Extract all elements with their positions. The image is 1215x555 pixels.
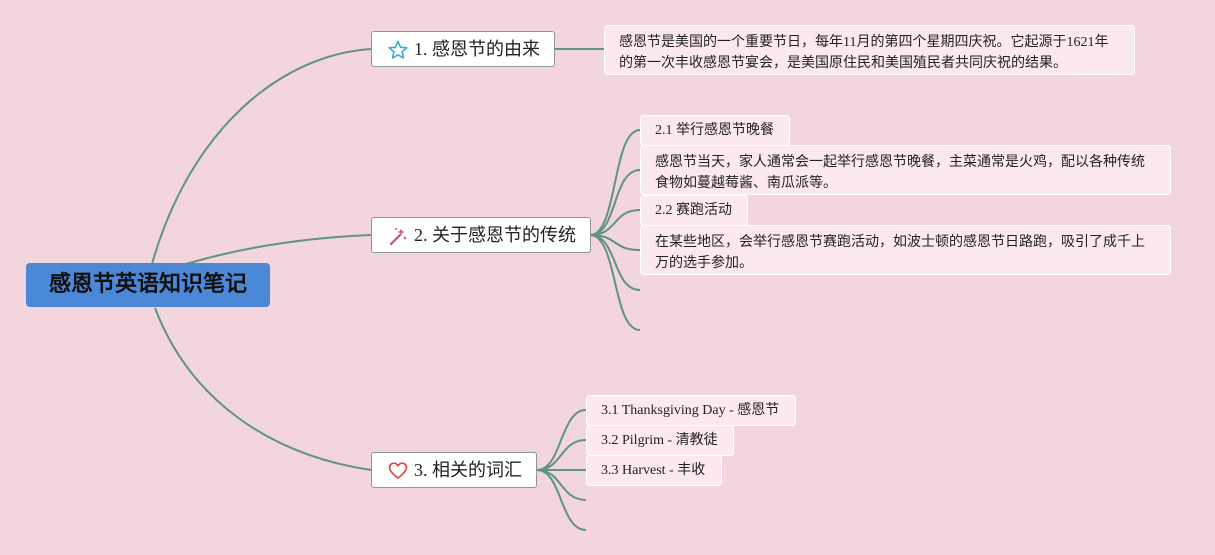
branch-label: 2. 关于感恩节的传统 (414, 225, 576, 245)
vocab-harvest[interactable]: 3.3 Harvest - 丰收 (586, 455, 722, 486)
tradition-race-description[interactable]: 在某些地区，会举行感恩节赛跑活动，如波士顿的感恩节日路跑，吸引了成千上万的选手参… (640, 225, 1171, 275)
tradition-race-title[interactable]: 2.2 赛跑活动 (640, 195, 748, 226)
origin-description[interactable]: 感恩节是美国的一个重要节日，每年11月的第四个星期四庆祝。它起源于1621年的第… (604, 25, 1135, 75)
branch-label: 1. 感恩节的由来 (414, 39, 540, 59)
vocab-pilgrim[interactable]: 3.2 Pilgrim - 清教徒 (586, 425, 734, 456)
vocab-thanksgiving-day[interactable]: 3.1 Thanksgiving Day - 感恩节 (586, 395, 796, 426)
heart-icon (388, 462, 408, 479)
tradition-dinner-title[interactable]: 2.1 举行感恩节晚餐 (640, 115, 790, 146)
branch-traditions[interactable]: 2. 关于感恩节的传统 (371, 217, 591, 253)
branch-origin[interactable]: 1. 感恩节的由来 (371, 31, 555, 67)
branch-vocabulary[interactable]: 3. 相关的词汇 (371, 452, 537, 488)
root-topic[interactable]: 感恩节英语知识笔记 (26, 263, 270, 307)
star-icon (388, 40, 408, 59)
branch-label: 3. 相关的词汇 (414, 460, 522, 480)
tradition-dinner-description[interactable]: 感恩节当天，家人通常会一起举行感恩节晚餐，主菜通常是火鸡，配以各种传统食物如蔓越… (640, 145, 1171, 195)
magic-wand-icon (389, 228, 407, 246)
